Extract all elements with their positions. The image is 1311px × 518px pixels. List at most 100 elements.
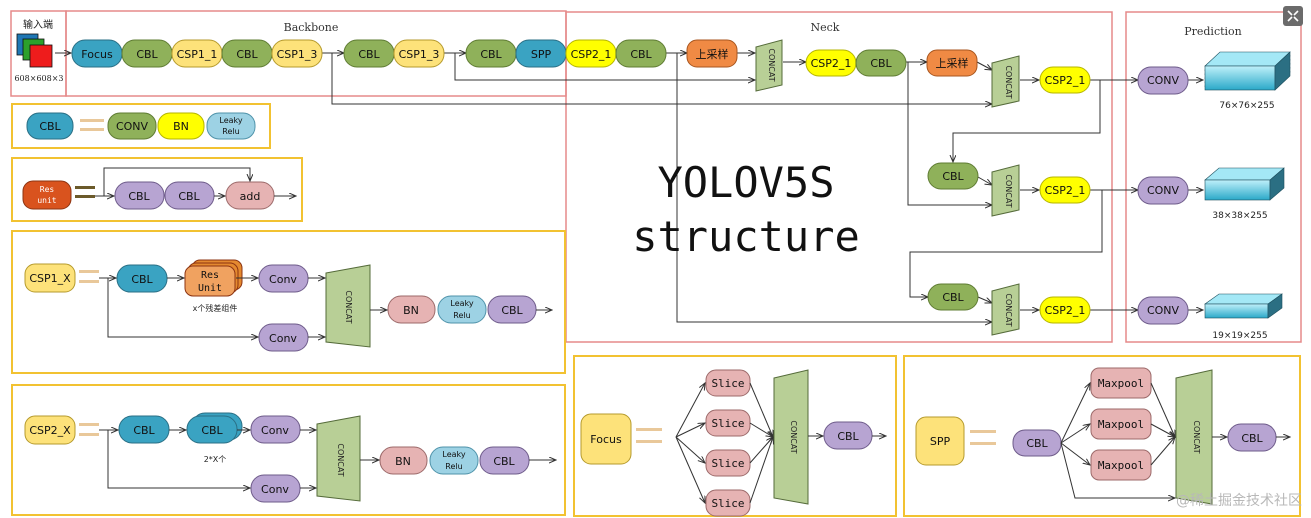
input-label: 输入端: [23, 18, 53, 31]
svg-text:CONCAT: CONCAT: [336, 443, 345, 476]
svg-text:CBL: CBL: [178, 190, 200, 203]
watermark: @稀土掘金技术社区: [1176, 493, 1302, 509]
spp-legend: SPP CBL Maxpool Maxpool Maxpool CONCAT C…: [915, 367, 1290, 505]
csp2-1-block: CSP2_1: [1039, 176, 1091, 204]
focus-block: Focus: [71, 39, 123, 68]
svg-text:CSP1_1: CSP1_1: [177, 48, 218, 61]
svg-text:CONCAT: CONCAT: [1004, 293, 1013, 326]
title-line1: YOLOV5S: [657, 158, 834, 207]
prediction-frame: [1125, 11, 1302, 343]
csp1-1-block: CSP1_1: [171, 39, 223, 68]
csp1-3-block: CSP1_3: [393, 39, 445, 68]
svg-text:CBL: CBL: [358, 48, 380, 61]
svg-text:Maxpool: Maxpool: [1098, 377, 1144, 390]
csp1-legend-frame: [11, 230, 566, 374]
svg-text:CSP1_3: CSP1_3: [399, 48, 440, 61]
csp2-1-block: CSP2_1: [805, 49, 857, 77]
csp2-1-block: CSP2_1: [1039, 66, 1091, 94]
svg-text:Conv: Conv: [261, 424, 289, 437]
svg-text:CONCAT: CONCAT: [1192, 420, 1201, 453]
svg-text:CBL: CBL: [870, 57, 892, 70]
svg-text:CONV: CONV: [1147, 304, 1180, 317]
prediction-blocks: CONV CONV CONV 76×76×255 38×38×255 19×19…: [1137, 51, 1291, 341]
svg-text:CONCAT: CONCAT: [344, 290, 353, 323]
prediction-title: Prediction: [1184, 25, 1242, 38]
spp-block: SPP: [515, 39, 567, 68]
svg-text:CBL: CBL: [942, 170, 964, 183]
svg-text:上采样: 上采样: [696, 47, 729, 61]
svg-text:CONV: CONV: [1147, 184, 1180, 197]
svg-text:Focus: Focus: [590, 433, 622, 446]
svg-text:x个残差组件: x个残差组件: [193, 303, 238, 313]
svg-text:CONCAT: CONCAT: [1004, 65, 1013, 98]
concat-block: CONCAT: [755, 39, 783, 92]
svg-text:SPP: SPP: [531, 48, 552, 61]
svg-text:CBL: CBL: [501, 304, 523, 317]
svg-text:unit: unit: [37, 196, 56, 205]
svg-text:Relu: Relu: [222, 127, 239, 136]
output-large-caption: 76×76×255: [1219, 101, 1274, 111]
backbone-row: Focus CBL CSP1_1 CBL CSP1_3 CBL CSP1_3 C…: [71, 39, 738, 68]
svg-text:Conv: Conv: [261, 483, 289, 496]
cbl-legend-frame: [11, 103, 271, 149]
svg-text:CBL: CBL: [1241, 432, 1263, 445]
svg-text:CSP2_1: CSP2_1: [571, 48, 612, 61]
concat-block: CONCAT: [991, 283, 1020, 336]
svg-text:Slice: Slice: [711, 417, 744, 430]
output-small-caption: 19×19×255: [1212, 331, 1267, 341]
svg-text:SPP: SPP: [930, 435, 951, 448]
feature-map-medium-icon: [1204, 167, 1285, 201]
csp2-1-block: CSP2_1: [1039, 296, 1091, 324]
svg-text:CSP1_X: CSP1_X: [29, 272, 71, 285]
svg-text:CSP2_X: CSP2_X: [29, 424, 71, 437]
output-mid-caption: 38×38×255: [1212, 211, 1267, 221]
spp-legend-frame: [903, 355, 1301, 517]
svg-text:CBL: CBL: [39, 120, 61, 133]
svg-text:CBL: CBL: [128, 190, 150, 203]
cbl-block: CBL: [927, 162, 979, 190]
svg-text:Leaky: Leaky: [219, 116, 242, 125]
cbl-block: CBL: [221, 39, 273, 68]
collapse-icon[interactable]: [1283, 6, 1303, 26]
svg-text:Slice: Slice: [711, 497, 744, 510]
resunit-legend-frame: [11, 157, 303, 222]
svg-text:Res: Res: [201, 270, 219, 281]
conv-block: CONV: [1137, 176, 1189, 205]
title-line2: structure: [632, 212, 860, 261]
svg-text:Maxpool: Maxpool: [1098, 418, 1144, 431]
svg-text:Relu: Relu: [453, 311, 470, 320]
feature-map-small-icon: [1204, 293, 1283, 319]
cbl-block: CBL: [927, 283, 979, 311]
svg-text:CSP2_1: CSP2_1: [1045, 184, 1086, 197]
svg-text:Slice: Slice: [711, 457, 744, 470]
input-size: 608×608×3: [14, 74, 63, 83]
csp2-legend-frame: [11, 384, 566, 516]
cbl-block: CBL: [343, 39, 395, 68]
neck-blocks: CONCAT CSP2_1 CBL 上采样 CONCAT CSP2_1 CBL …: [755, 39, 1091, 336]
upsample-block: 上采样: [926, 49, 978, 77]
feature-map-large-icon: [1204, 51, 1291, 91]
conv-block: CONV: [1137, 66, 1189, 95]
svg-text:CBL: CBL: [136, 48, 158, 61]
cbl-block: CBL: [465, 39, 517, 68]
backbone-title: Backbone: [284, 21, 339, 34]
svg-text:CBL: CBL: [493, 455, 515, 468]
svg-text:CBL: CBL: [480, 48, 502, 61]
csp1-3-block: CSP1_3: [271, 39, 323, 68]
svg-text:Maxpool: Maxpool: [1098, 459, 1144, 472]
svg-text:CBL: CBL: [201, 424, 223, 437]
svg-text:CONCAT: CONCAT: [767, 48, 776, 81]
csp2x-legend: CSP2_X CBL CBL 2*X个 Conv Conv CONCAT BN …: [24, 412, 556, 503]
svg-text:CSP2_1: CSP2_1: [1045, 304, 1086, 317]
svg-text:Focus: Focus: [81, 48, 113, 61]
svg-text:Leaky: Leaky: [442, 450, 465, 459]
csp2-1-block: CSP2_1: [565, 39, 617, 68]
svg-text:CBL: CBL: [1026, 437, 1048, 450]
upsample-block: 上采样: [686, 39, 738, 68]
svg-text:CSP1_3: CSP1_3: [277, 48, 318, 61]
svg-text:CBL: CBL: [236, 48, 258, 61]
svg-text:Conv: Conv: [269, 332, 297, 345]
